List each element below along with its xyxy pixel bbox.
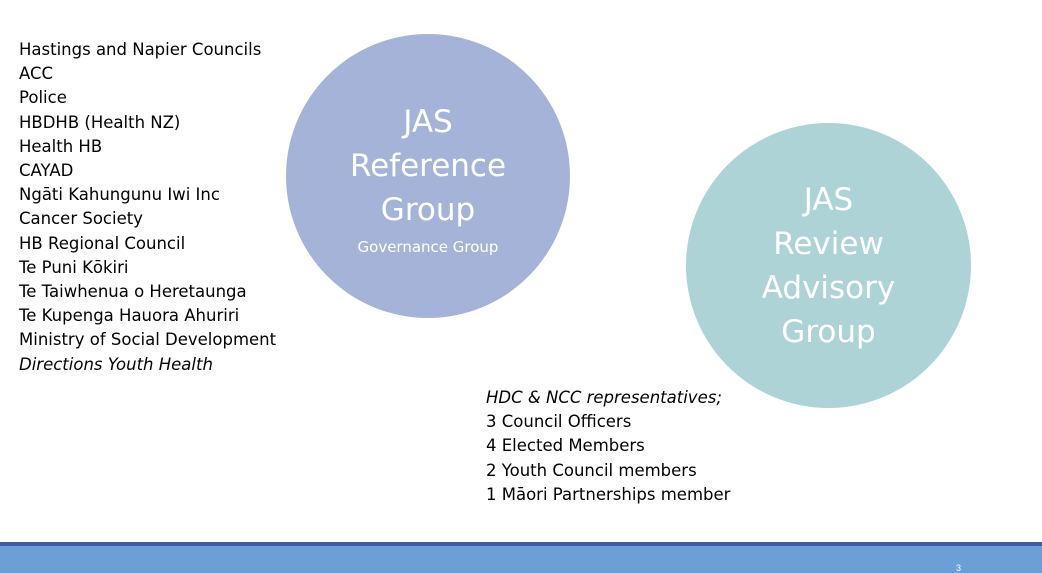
reference-group-circle: JAS Reference Group Governance Group: [286, 34, 570, 318]
review-group-circle: JAS Review Advisory Group: [686, 123, 971, 408]
reference-group-subtitle: Governance Group: [357, 238, 499, 256]
member-item: Te Kupenga Hauora Ahuriri: [19, 306, 240, 326]
representative-item: 3 Council Officers: [486, 412, 632, 432]
member-item: ACC: [19, 64, 54, 84]
representative-item: HDC & NCC representatives;: [486, 388, 722, 407]
member-item: Directions Youth Health: [19, 354, 213, 374]
member-item: HB Regional Council: [19, 233, 186, 253]
reference-group-member-list: Hastings and Napier Councils ACC Police …: [19, 38, 276, 377]
member-item: Te Puni Kōkiri: [19, 257, 129, 277]
footer-bar: [0, 546, 1042, 573]
member-item: Ministry of Social Development: [19, 330, 277, 350]
footer-divider: [0, 542, 1042, 546]
member-item: Hastings and Napier Councils: [19, 40, 262, 59]
representative-item: 1 Māori Partnerships member: [486, 484, 731, 504]
representative-item: 2 Youth Council members: [486, 460, 697, 480]
member-item: Ngāti Kahungunu Iwi Inc: [19, 185, 220, 205]
reference-group-title: JAS Reference Group: [349, 104, 507, 228]
reference-group-content: JAS Reference Group Governance Group: [350, 100, 506, 256]
member-item: Health HB: [19, 136, 103, 156]
member-item: CAYAD: [19, 161, 74, 181]
representative-item: 4 Elected Members: [486, 436, 645, 456]
review-group-title: JAS Review Advisory Group: [761, 181, 896, 350]
page-number: 3: [956, 563, 962, 573]
member-item: Te Taiwhenua o Heretaunga: [19, 282, 247, 302]
member-item: Police: [19, 88, 67, 108]
member-item: Cancer Society: [19, 209, 143, 229]
representatives-list: HDC & NCC representatives; 3 Council Off…: [486, 386, 730, 507]
member-item: HBDHB (Health NZ): [19, 112, 181, 132]
